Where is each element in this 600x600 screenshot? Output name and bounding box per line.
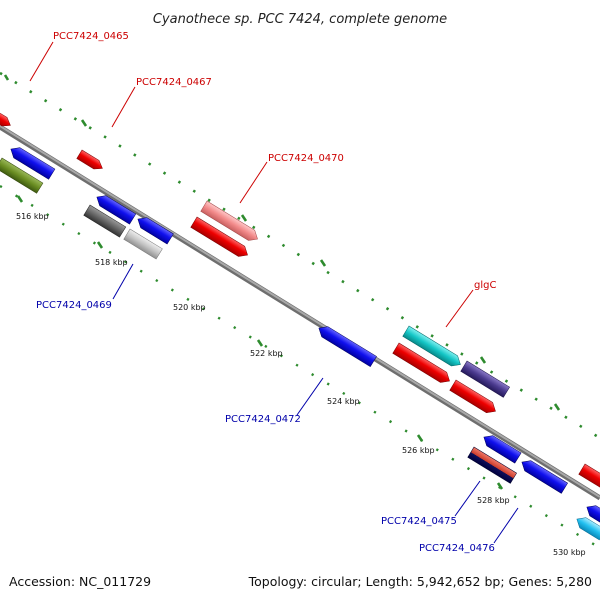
gene-arrow-glgC[interactable] — [402, 325, 464, 370]
tick-label: 526 kbp — [402, 446, 435, 455]
label-pcc7424-0476[interactable]: PCC7424_0476 — [419, 543, 495, 554]
gene-arrow-0476[interactable] — [519, 457, 568, 494]
gene-arrow-0475b[interactable] — [467, 446, 517, 484]
gene-arrow-0466b[interactable] — [0, 157, 44, 194]
gene-arrow-0475a[interactable] — [481, 432, 522, 464]
gene-arrow-0472[interactable] — [316, 323, 377, 368]
gene-arrow-0468b[interactable] — [83, 204, 127, 238]
map-title: Cyanothece sp. PCC 7424, complete genome — [153, 12, 447, 27]
tick-label: 520 kbp — [173, 303, 206, 312]
tick-label: 530 kbp — [553, 548, 586, 557]
tick-label: 528 kbp — [477, 496, 510, 505]
gene-arrow-0473[interactable] — [392, 342, 453, 386]
gene-arrow-0471[interactable] — [190, 216, 251, 260]
position-ticks: 516 kbp 518 kbp 520 kbp 522 kbp 524 kbp … — [16, 212, 586, 557]
genome-summary-text: Topology: circular; Length: 5,942,652 bp… — [248, 574, 592, 589]
label-pcc7424-0472[interactable]: PCC7424_0472 — [225, 414, 301, 425]
feature-arrows — [0, 106, 600, 491]
label-pcc7424-0465[interactable]: PCC7424_0465 — [53, 31, 129, 42]
gene-arrow-0474[interactable] — [460, 360, 510, 398]
gene-arrow-0468a[interactable] — [94, 192, 137, 225]
label-leaders — [29, 41, 519, 544]
gc-peaks — [3, 74, 561, 490]
accession-text: Accession: NC_011729 — [9, 574, 151, 589]
label-pcc7424-0467[interactable]: PCC7424_0467 — [136, 77, 212, 88]
gene-arrow-right-red[interactable] — [578, 463, 600, 491]
gc-track-inner — [0, 184, 600, 550]
tick-label: 522 kbp — [250, 349, 283, 358]
gene-arrow-right-sky[interactable] — [574, 514, 600, 541]
gene-arrow-right-blue[interactable] — [584, 502, 600, 524]
label-pcc7424-0469[interactable]: PCC7424_0469 — [36, 300, 112, 311]
gene-arrow-0474b[interactable] — [449, 379, 499, 416]
gc-track-outer — [0, 71, 600, 440]
gene-arrow-0467[interactable] — [76, 149, 105, 173]
gene-arrow-0466a[interactable] — [8, 144, 56, 180]
gene-arrow-0469a[interactable] — [135, 214, 174, 245]
gene-arrow-0465[interactable] — [0, 106, 13, 130]
label-pcc7424-0470[interactable]: PCC7424_0470 — [268, 153, 344, 164]
gene-labels: PCC7424_0465 PCC7424_0467 PCC7424_0470 g… — [36, 31, 496, 554]
tick-label: 516 kbp — [16, 212, 49, 221]
label-glgc[interactable]: glgC — [474, 280, 496, 291]
tick-label: 518 kbp — [95, 258, 128, 267]
gene-arrow-0469b[interactable] — [123, 228, 163, 260]
gene-arrow-0470[interactable] — [200, 200, 261, 244]
feature-arrows-reverse — [0, 144, 600, 541]
tick-label: 524 kbp — [327, 397, 360, 406]
label-pcc7424-0475[interactable]: PCC7424_0475 — [381, 516, 457, 527]
